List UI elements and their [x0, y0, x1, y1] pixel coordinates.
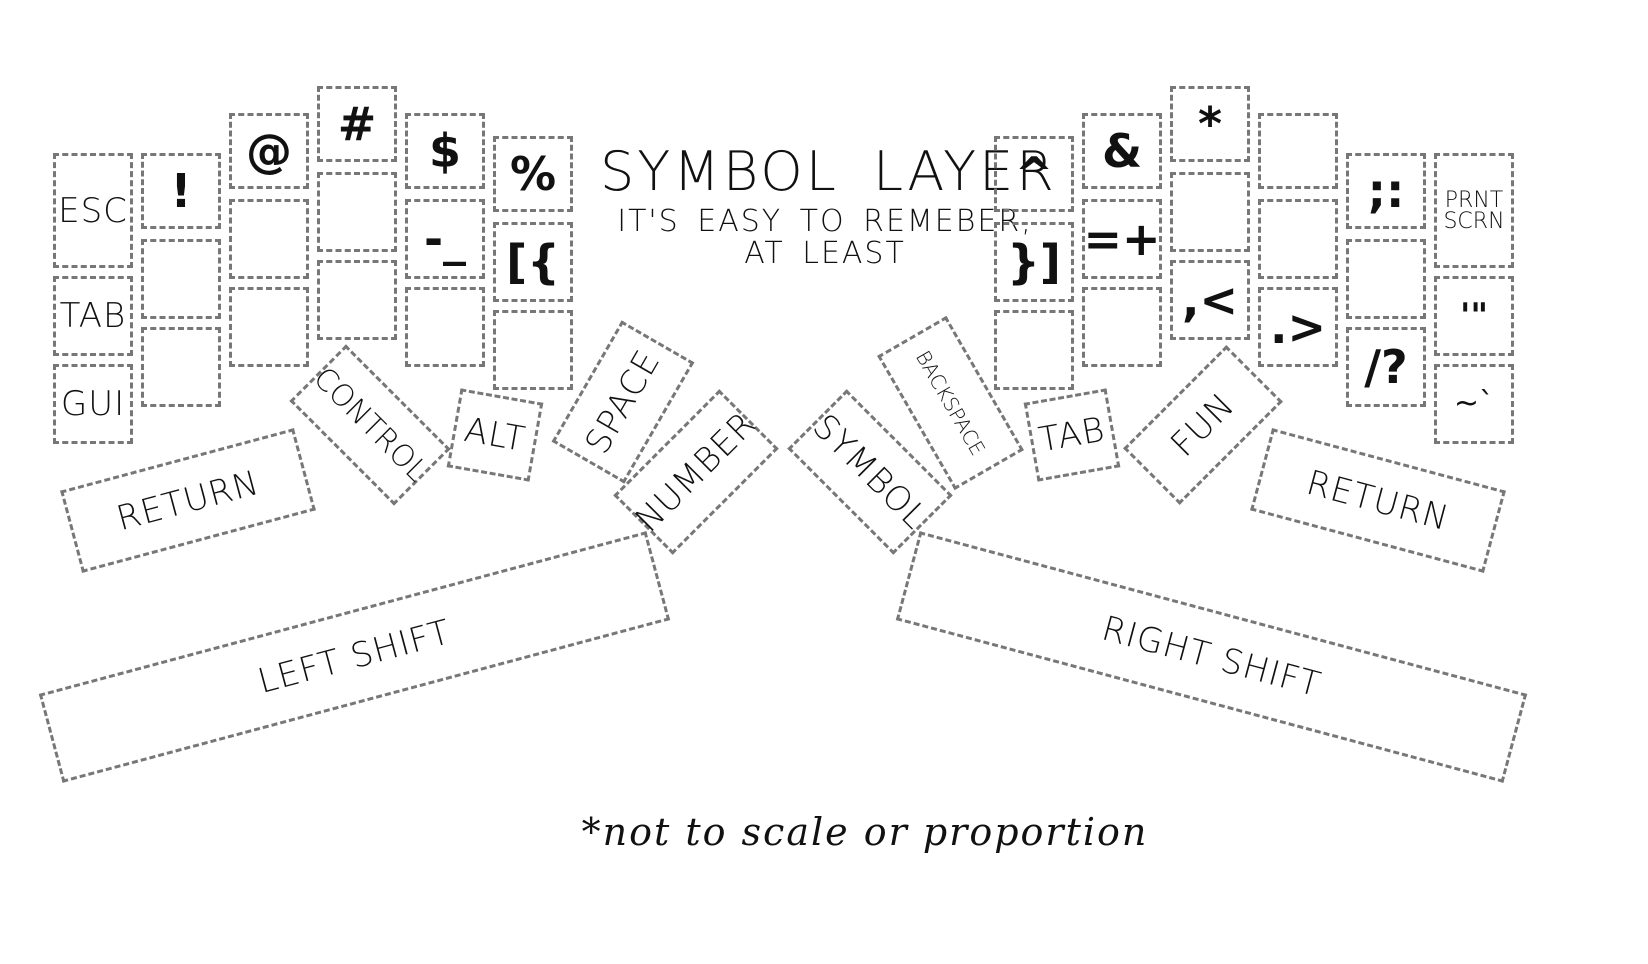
key-tab-right: TAB [1023, 388, 1121, 482]
key-tilde-backtick: ~` [1434, 364, 1514, 444]
key-quote: '" [1434, 276, 1514, 356]
key-blank [405, 287, 485, 367]
key-blank [1258, 199, 1338, 279]
page-title: SYMBOL LAYER [600, 140, 1057, 203]
key-blank [317, 172, 397, 252]
key-at: @ [229, 113, 309, 189]
key-blank [141, 239, 221, 319]
key-blank [1170, 172, 1250, 252]
key-dollar: $ [405, 113, 485, 189]
key-tab-left: TAB [53, 276, 133, 356]
key-blank [229, 287, 309, 367]
key-gui: GUI [53, 364, 133, 444]
key-blank [1258, 113, 1338, 189]
key-slash-question: /? [1346, 327, 1426, 407]
key-hash: # [317, 86, 397, 162]
key-percent: % [493, 136, 573, 212]
key-left-shift: LEFT SHIFT [38, 531, 671, 783]
key-asterisk: * [1170, 86, 1250, 162]
key-blank [994, 310, 1074, 390]
key-right-shift: RIGHT SHIFT [895, 531, 1528, 783]
key-equals-plus: =+ [1082, 199, 1162, 279]
key-blank [1082, 287, 1162, 367]
key-exclamation: ! [141, 153, 221, 229]
key-blank [317, 260, 397, 340]
key-caret: ^ [994, 136, 1074, 212]
key-esc: ESC [53, 153, 133, 268]
key-blank [141, 327, 221, 407]
key-ampersand: & [1082, 113, 1162, 189]
key-return-right: RETURN [1250, 428, 1506, 573]
key-alt: ALT [446, 388, 544, 482]
key-minus-underscore: -_ [405, 199, 485, 279]
key-control: CONTROL [289, 344, 451, 506]
key-bracket-left: [{ [493, 222, 573, 302]
key-period-greater: .> [1258, 287, 1338, 367]
key-semicolon-colon: ;: [1346, 153, 1426, 229]
key-print-screen: PRNT SCRN [1434, 153, 1514, 268]
footnote: *not to scale or proportion [581, 810, 1149, 854]
page-subtitle: IT'S EASY TO REMEBER, AT LEAST [617, 204, 1033, 271]
key-blank [1346, 239, 1426, 319]
key-blank [229, 199, 309, 279]
key-blank [493, 310, 573, 390]
key-comma-less: ,< [1170, 260, 1250, 340]
key-bracket-right: }] [994, 222, 1074, 302]
key-return-left: RETURN [60, 428, 316, 573]
